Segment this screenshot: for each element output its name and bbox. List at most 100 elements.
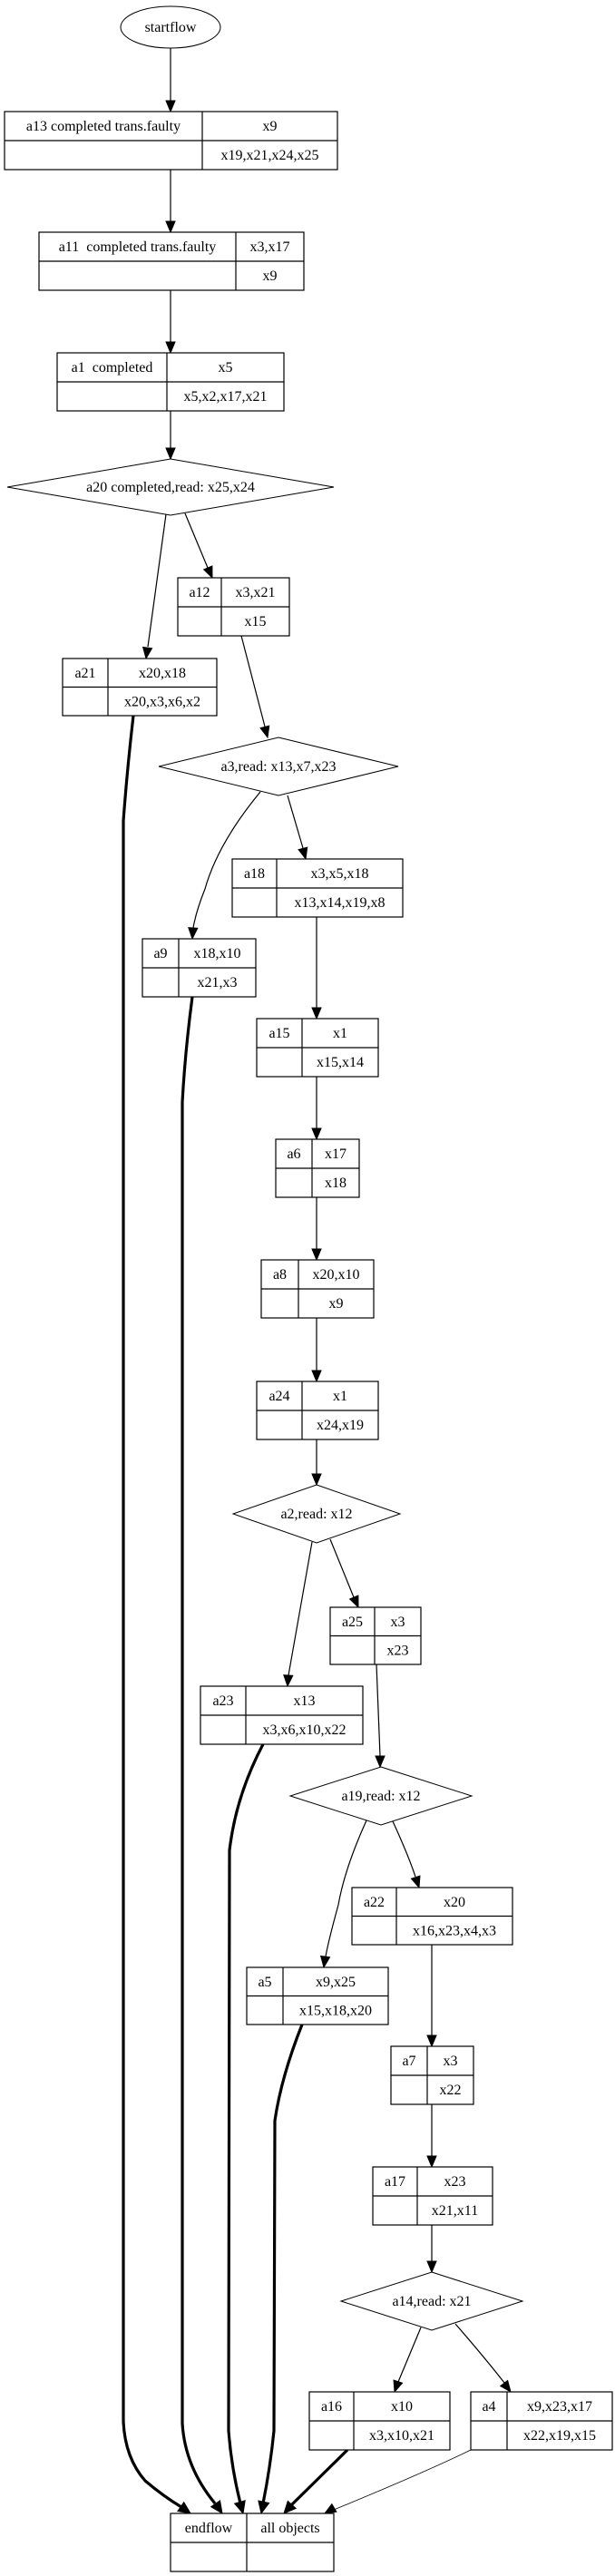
reads-label: x19,x21,x24,x25 bbox=[221, 148, 319, 163]
arrow-head-icon bbox=[426, 2155, 437, 2169]
reads-label: x21,x3 bbox=[198, 975, 238, 990]
edge-line bbox=[454, 2323, 505, 2384]
decision-label: a2,read: x12 bbox=[280, 1507, 352, 1522]
decision-a3[interactable]: a3,read: x13,x7,x23 bbox=[158, 737, 399, 796]
reads-label: x23 bbox=[387, 1644, 409, 1659]
arrow-head-icon bbox=[319, 1955, 331, 1969]
decision-a14[interactable]: a14,read: x21 bbox=[339, 2271, 524, 2331]
activity-label: a18 bbox=[244, 866, 265, 882]
writes-label: x3,x5,x18 bbox=[311, 866, 369, 882]
arrow-head-icon bbox=[142, 646, 153, 660]
writes-label: x17 bbox=[325, 1147, 347, 1162]
edge-line bbox=[287, 795, 304, 849]
edge-a2-to-a25 bbox=[329, 1538, 359, 1609]
node-startflow[interactable]: startflow bbox=[120, 5, 221, 49]
start-ellipse bbox=[120, 5, 221, 49]
edge-a8-to-a24 bbox=[311, 1318, 322, 1383]
activity-label: a12 bbox=[189, 585, 210, 600]
edge-a20-to-a21 bbox=[142, 513, 167, 660]
reads-label: x9 bbox=[263, 268, 278, 284]
activity-label: a23 bbox=[212, 1693, 233, 1709]
reads-label: x9 bbox=[329, 1296, 344, 1312]
arrow-head-icon bbox=[283, 1674, 294, 1688]
activity-label: a6 bbox=[287, 1147, 300, 1162]
decision-label: a14,read: x21 bbox=[392, 2294, 471, 2309]
edge-line bbox=[122, 715, 182, 2509]
edge-a5-to-endflow bbox=[258, 2024, 304, 2515]
reads-label: x3,x10,x21 bbox=[369, 2428, 434, 2444]
activity-label: a8 bbox=[273, 1267, 287, 1283]
arrow-head-icon bbox=[426, 2034, 437, 2048]
arrow-head-icon bbox=[499, 2379, 512, 2394]
reads-label: x18 bbox=[325, 1176, 347, 1191]
edge-a2-to-a23 bbox=[283, 1541, 313, 1688]
decision-label: a20 completed,read: x25,x24 bbox=[86, 480, 255, 495]
arrow-head-icon bbox=[165, 220, 176, 234]
decision-a19[interactable]: a19,read: x12 bbox=[288, 1766, 473, 1826]
edge-line bbox=[147, 513, 167, 648]
writes-label: x3 bbox=[444, 2054, 458, 2069]
edge-a22-to-a7 bbox=[426, 1945, 437, 2048]
edges-layer bbox=[122, 48, 512, 2515]
arrow-head-icon bbox=[298, 846, 308, 861]
reads-label: x5,x2,x17,x21 bbox=[184, 389, 268, 405]
arrow-head-icon bbox=[348, 1595, 359, 1609]
edge-a14-to-a4 bbox=[454, 2323, 512, 2394]
reads-label: x24,x19 bbox=[317, 1418, 364, 1433]
arrow-head-icon bbox=[165, 100, 176, 113]
edge-a6-to-a8 bbox=[311, 1197, 322, 1262]
activity-label: a11 completed trans.faulty bbox=[59, 239, 217, 255]
edge-a4-to-endflow bbox=[323, 2449, 472, 2514]
writes-label: x18,x10 bbox=[194, 946, 241, 961]
activity-label: a17 bbox=[385, 2174, 405, 2190]
edge-startflow-to-a13 bbox=[165, 48, 176, 113]
reads-label: x3,x6,x10,x22 bbox=[263, 1722, 347, 1738]
reads-label: x22,x19,x15 bbox=[523, 2428, 596, 2444]
edge-a13-to-a11 bbox=[165, 170, 176, 234]
edge-line bbox=[329, 1538, 355, 1598]
decision-a2[interactable]: a2,read: x12 bbox=[231, 1484, 402, 1544]
start-label: startflow bbox=[145, 20, 197, 35]
edge-a23-to-endflow bbox=[227, 1743, 265, 2515]
edge-a14-to-a16 bbox=[393, 2327, 422, 2394]
edge-a24-to-a2 bbox=[311, 1439, 322, 1487]
end-objects-label: all objects bbox=[260, 2521, 319, 2536]
edge-a9-to-endflow bbox=[181, 996, 223, 2514]
edge-a3-to-a18 bbox=[287, 795, 308, 861]
activity-label: a1 completed bbox=[72, 360, 153, 376]
activity-label: a21 bbox=[74, 666, 95, 681]
arrow-head-icon bbox=[393, 2379, 404, 2394]
edge-a12-to-a3 bbox=[240, 635, 270, 739]
edge-line bbox=[289, 2448, 349, 2507]
activity-label: a24 bbox=[268, 1389, 289, 1404]
node-a9[interactable]: a9 x18,x10 x21,x3 bbox=[142, 938, 257, 998]
node-a24[interactable]: a24 x1 x24,x19 bbox=[256, 1381, 379, 1440]
node-a6[interactable]: a6 x17 x18 bbox=[275, 1138, 360, 1198]
writes-label: x20,x10 bbox=[313, 1267, 360, 1283]
writes-label: x1 bbox=[333, 1389, 347, 1404]
edge-line bbox=[376, 1664, 381, 1757]
edge-a21-to-endflow bbox=[122, 715, 191, 2514]
node-a8[interactable]: a8 x20,x10 x9 bbox=[260, 1259, 375, 1319]
edge-a17-to-a14 bbox=[426, 2225, 437, 2274]
activity-label: a9 bbox=[153, 946, 167, 961]
writes-label: x3 bbox=[391, 1615, 405, 1630]
arrow-head-icon bbox=[323, 2503, 337, 2514]
decision-a20[interactable]: a20 completed,read: x25,x24 bbox=[6, 458, 335, 516]
